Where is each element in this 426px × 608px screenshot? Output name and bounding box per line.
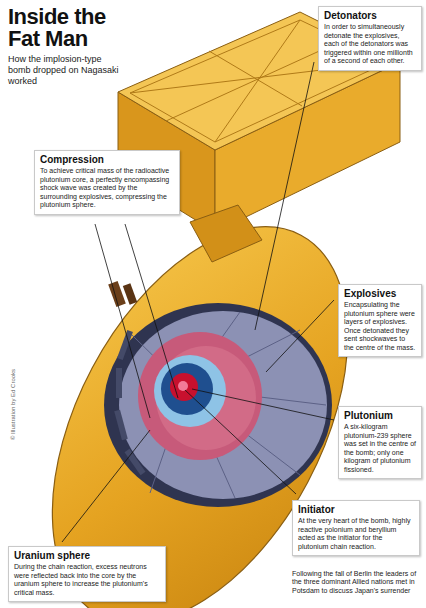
callout-heading: Initiator bbox=[298, 504, 414, 516]
callout-body: To achieve critical mass of the radioact… bbox=[40, 167, 174, 210]
credit: © Illustration by Ed Crooks bbox=[10, 369, 16, 440]
callout-heading: Detonators bbox=[324, 10, 416, 22]
subtitle: How the implosion-type bomb dropped on N… bbox=[8, 54, 120, 86]
callout-box: CompressionTo achieve critical mass of t… bbox=[34, 150, 180, 215]
callout-heading: Plutonium bbox=[344, 410, 416, 422]
callout-heading: Explosives bbox=[344, 288, 416, 300]
title: Inside the Fat Man bbox=[8, 6, 120, 50]
callout-heading: Compression bbox=[40, 154, 174, 166]
callout-body: Encapsulating the plutonium sphere were … bbox=[344, 301, 416, 352]
cutaway-spheres bbox=[104, 303, 332, 507]
callout-box: DetonatorsIn order to simultaneously det… bbox=[318, 6, 422, 71]
note: Following the fall of Berlin the leaders… bbox=[292, 570, 422, 595]
callout-heading: Uranium sphere bbox=[14, 550, 160, 562]
callout-body: During the chain reaction, excess neutro… bbox=[14, 563, 160, 597]
callout-body: In order to simultaneously detonate the … bbox=[324, 23, 416, 66]
callout-body: At the very heart of the bomb, highly re… bbox=[298, 517, 414, 551]
callout-box: Uranium sphereDuring the chain reaction,… bbox=[8, 546, 166, 602]
callout-box: InitiatorAt the very heart of the bomb, … bbox=[292, 500, 420, 556]
leader-lines bbox=[62, 62, 334, 542]
callout-box: PlutoniumA six-kilogram plutonium-239 sp… bbox=[338, 406, 422, 479]
callout-box: ExplosivesEncapsulating the plutonium sp… bbox=[338, 284, 422, 357]
callout-body: A six-kilogram plutonium-239 sphere was … bbox=[344, 423, 416, 474]
